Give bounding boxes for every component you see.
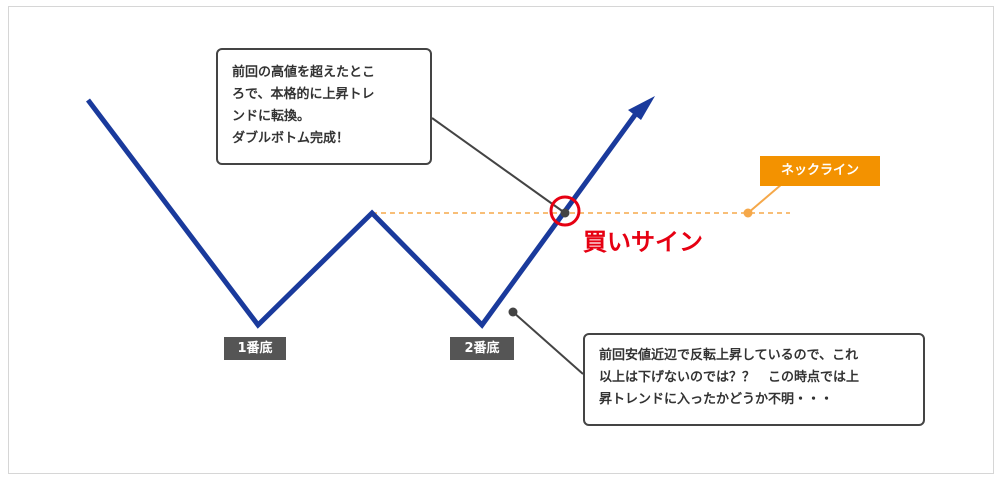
callout-top-connector [431,117,566,214]
callout-bottom-line: 昇トレンドに入ったかどうか不明・・・ [599,392,834,407]
first-bottom-label: 1番底 [224,337,286,360]
neckline-label-dot [743,208,753,218]
callout-top-line: 前回の高値を超えたとこ [232,65,376,80]
callout-bottom-line: 前回安値近辺で反転上昇しているので、これ [599,348,859,363]
buy-marker-circle-icon [549,195,581,227]
callout-rebound-note: 前回安値近辺で反転上昇しているので、これ 以上は下げないのでは？？ この時点では… [583,333,925,426]
callout-bottom-connector [512,311,584,375]
buy-signal-label: 買いサイン [583,228,703,256]
second-bottom-label: 2番底 [450,337,514,360]
neckline-label: ネックライン [760,156,880,186]
callout-top-line: ろで、本格的に上昇トレ [232,87,375,102]
callout-top-line: ンドに転換。 [232,109,311,124]
neckline-label-connector [747,183,783,214]
second-bottom-dot [508,307,518,317]
trend-arrow-icon [628,96,655,120]
price-line [86,98,638,329]
callout-top-line: ダブルボトム完成！ [232,131,350,146]
callout-bottom-line: 以上は下げないのでは？？ この時点では上 [599,370,860,385]
buy-point-dot [560,208,570,218]
callout-breakout-note: 前回の高値を超えたとこ ろで、本格的に上昇トレ ンドに転換。 ダブルボトム完成！ [216,48,432,165]
